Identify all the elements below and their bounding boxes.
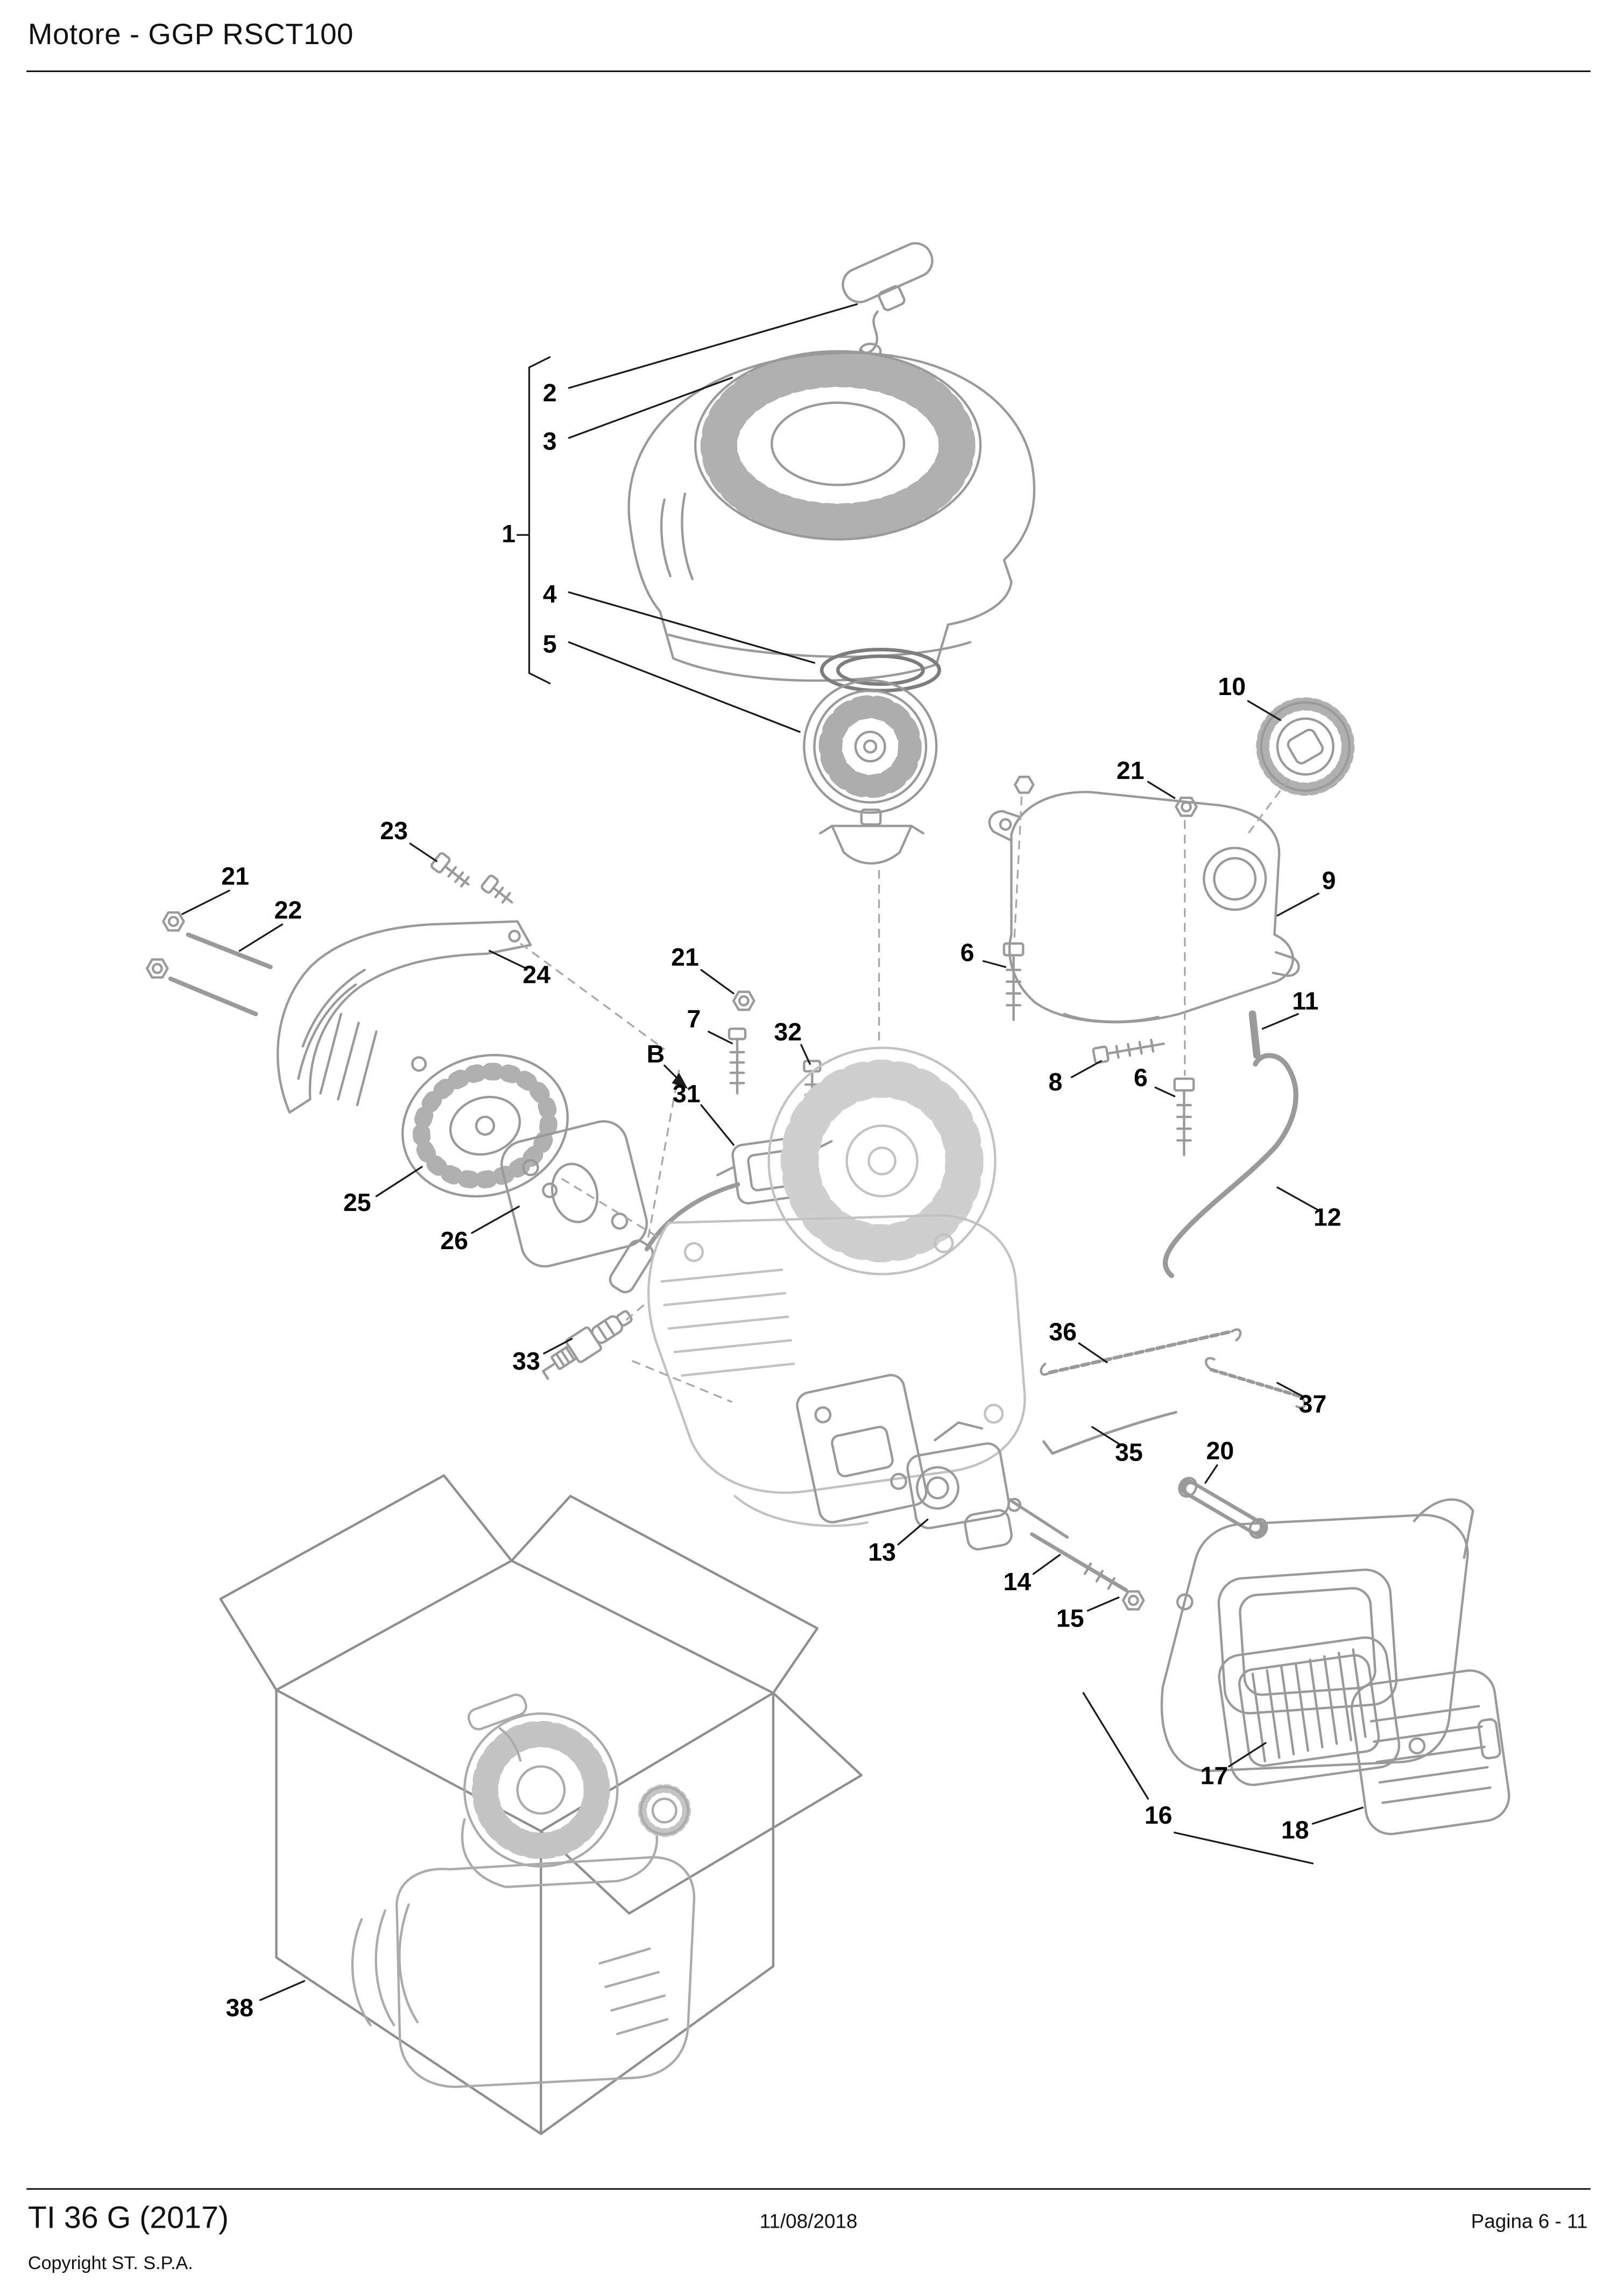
page-title: Motore - GGP RSCT100 (27, 19, 354, 52)
fuel-tank-cap (1256, 697, 1355, 796)
bolt-8 (1092, 1038, 1165, 1064)
leader-lines (181, 303, 1364, 2001)
model-code: TI 36 G (2017) (27, 2201, 229, 2236)
flywheel (767, 1046, 997, 1275)
copyright: Copyright ST. S.P.A. (27, 2252, 193, 2274)
governor-spring-37 (1205, 1357, 1306, 1409)
footer-divider (26, 2188, 1591, 2190)
throttle-spring-36 (1040, 1328, 1242, 1376)
stud-14 (1030, 1532, 1128, 1592)
blower-housing (627, 350, 1036, 682)
gasket (500, 1120, 648, 1268)
spark-plug (541, 1310, 633, 1380)
boxed-engine (351, 1693, 696, 2088)
air-filter (1218, 1636, 1401, 1787)
carb-mount-plate (796, 1374, 928, 1523)
nut-21c (732, 990, 755, 1011)
starter-pulley (803, 679, 938, 814)
nut-21a (1014, 775, 1198, 817)
air-cleaner-cover (1350, 1669, 1510, 1836)
bolt-6b (1173, 1077, 1195, 1157)
stud-22 (168, 932, 273, 1017)
starter-cup-ring (820, 648, 941, 693)
breather-tube (1248, 1010, 1261, 1059)
fuel-pipe-20 (1178, 1477, 1268, 1539)
page-number: Pagina 6 - 11 (1471, 2210, 1588, 2233)
engine-block (647, 1214, 1026, 1527)
muffler (401, 1054, 569, 1199)
bolt-7 (728, 1027, 747, 1095)
starter-ratchet (819, 809, 924, 865)
screw-23 (430, 852, 513, 904)
fuel-tank (988, 791, 1300, 1024)
assembly-dashed-lines (520, 778, 1290, 1403)
print-date: 11/08/2018 (759, 2210, 858, 2233)
shipping-box (219, 1474, 863, 2135)
carburetor (906, 1421, 1069, 1551)
header-divider (26, 70, 1591, 72)
bolt-6a (1002, 942, 1025, 1022)
starter-handle (842, 242, 934, 360)
fuel-hose (1162, 1053, 1298, 1278)
air-cleaner-backplate (1160, 1498, 1474, 1773)
throttle-rod-35 (1042, 1411, 1177, 1455)
nut-21b (145, 911, 185, 979)
nut-15 (1121, 1590, 1145, 1611)
muffler-guard (276, 920, 532, 1114)
